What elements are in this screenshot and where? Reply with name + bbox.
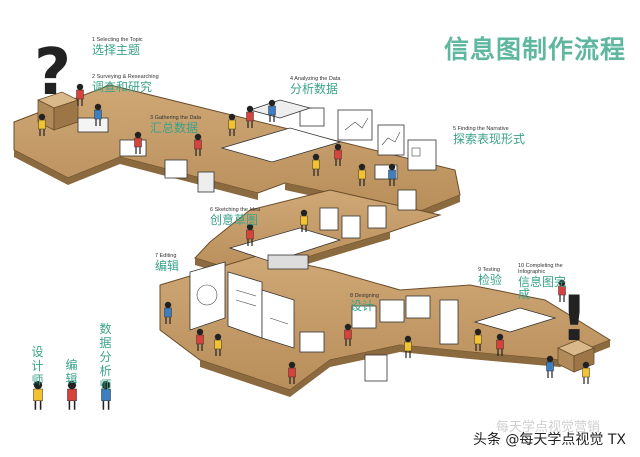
step-label-6: 6 Sketching the Idea 创意草图 [210,208,260,226]
step-label-10: 10 Completing the Infographic 信息图完成 [518,264,588,301]
step-8-zh: 设计 [350,300,379,313]
person-figure-20 [405,336,412,358]
step-10-zh: 信息图完成 [518,276,566,301]
step-label-2: 2 Surveying & Researching 调查和研究 [92,75,159,93]
step-label-7: 7 Editing 编辑 [155,254,179,272]
step-7-zh: 编辑 [155,260,179,273]
watermark: 头条 @每天学点视觉 TX [473,429,626,449]
step-label-1: 1 Selecting the Topic 选择主题 [92,38,143,56]
person-figure-8 [269,100,276,122]
step-label-9: 9 Testing 检验 [478,268,502,286]
role-label-designer: 设计师 [31,345,44,387]
page-title: 信息图制作流程 [444,30,626,66]
role-label-editor: 编辑 [65,358,78,386]
step-label-4: 4 Analyzing the Data 分析数据 [290,77,340,95]
step-9-zh: 检验 [478,274,502,287]
role-label-data-analyst: 数据分析师 [99,322,112,392]
step-5-zh: 探索表现形式 [453,133,525,146]
step-label-8: 8 Designing 设计 [350,294,379,312]
step-label-5: 5 Finding the Narrative 探索表现形式 [453,127,525,145]
step-1-zh: 选择主题 [92,44,143,57]
step-6-zh: 创意草图 [210,214,260,227]
step-2-zh: 调查和研究 [92,81,159,94]
step-10-en: 10 Completing the Infographic [518,264,588,276]
step-label-3: 3 Gathering the Data 汇总数据 [150,116,201,134]
question-mark-icon: ? [34,36,71,110]
person-figure-24 [583,362,590,384]
step-3-zh: 汇总数据 [150,122,201,135]
step-4-zh: 分析数据 [290,83,340,96]
person-figure-23 [547,356,554,378]
